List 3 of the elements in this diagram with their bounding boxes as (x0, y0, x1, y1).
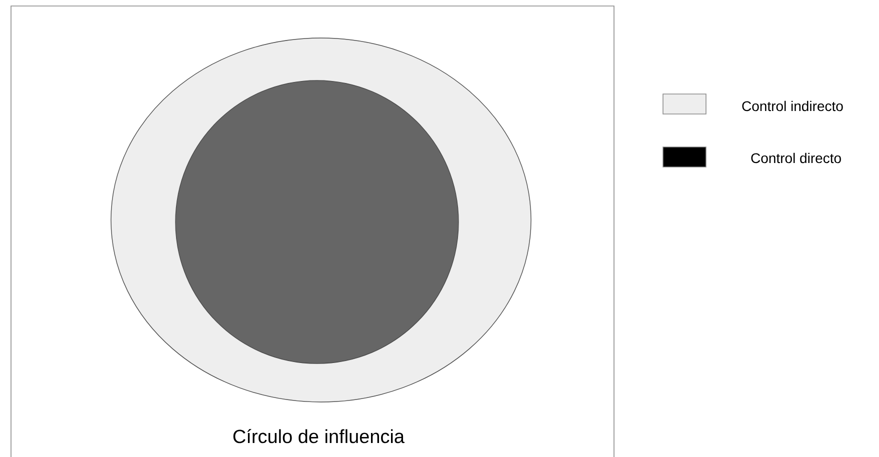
legend-label: Control directo (751, 152, 841, 164)
circle (175, 80, 459, 364)
legend-label: Control indirecto (742, 100, 843, 112)
